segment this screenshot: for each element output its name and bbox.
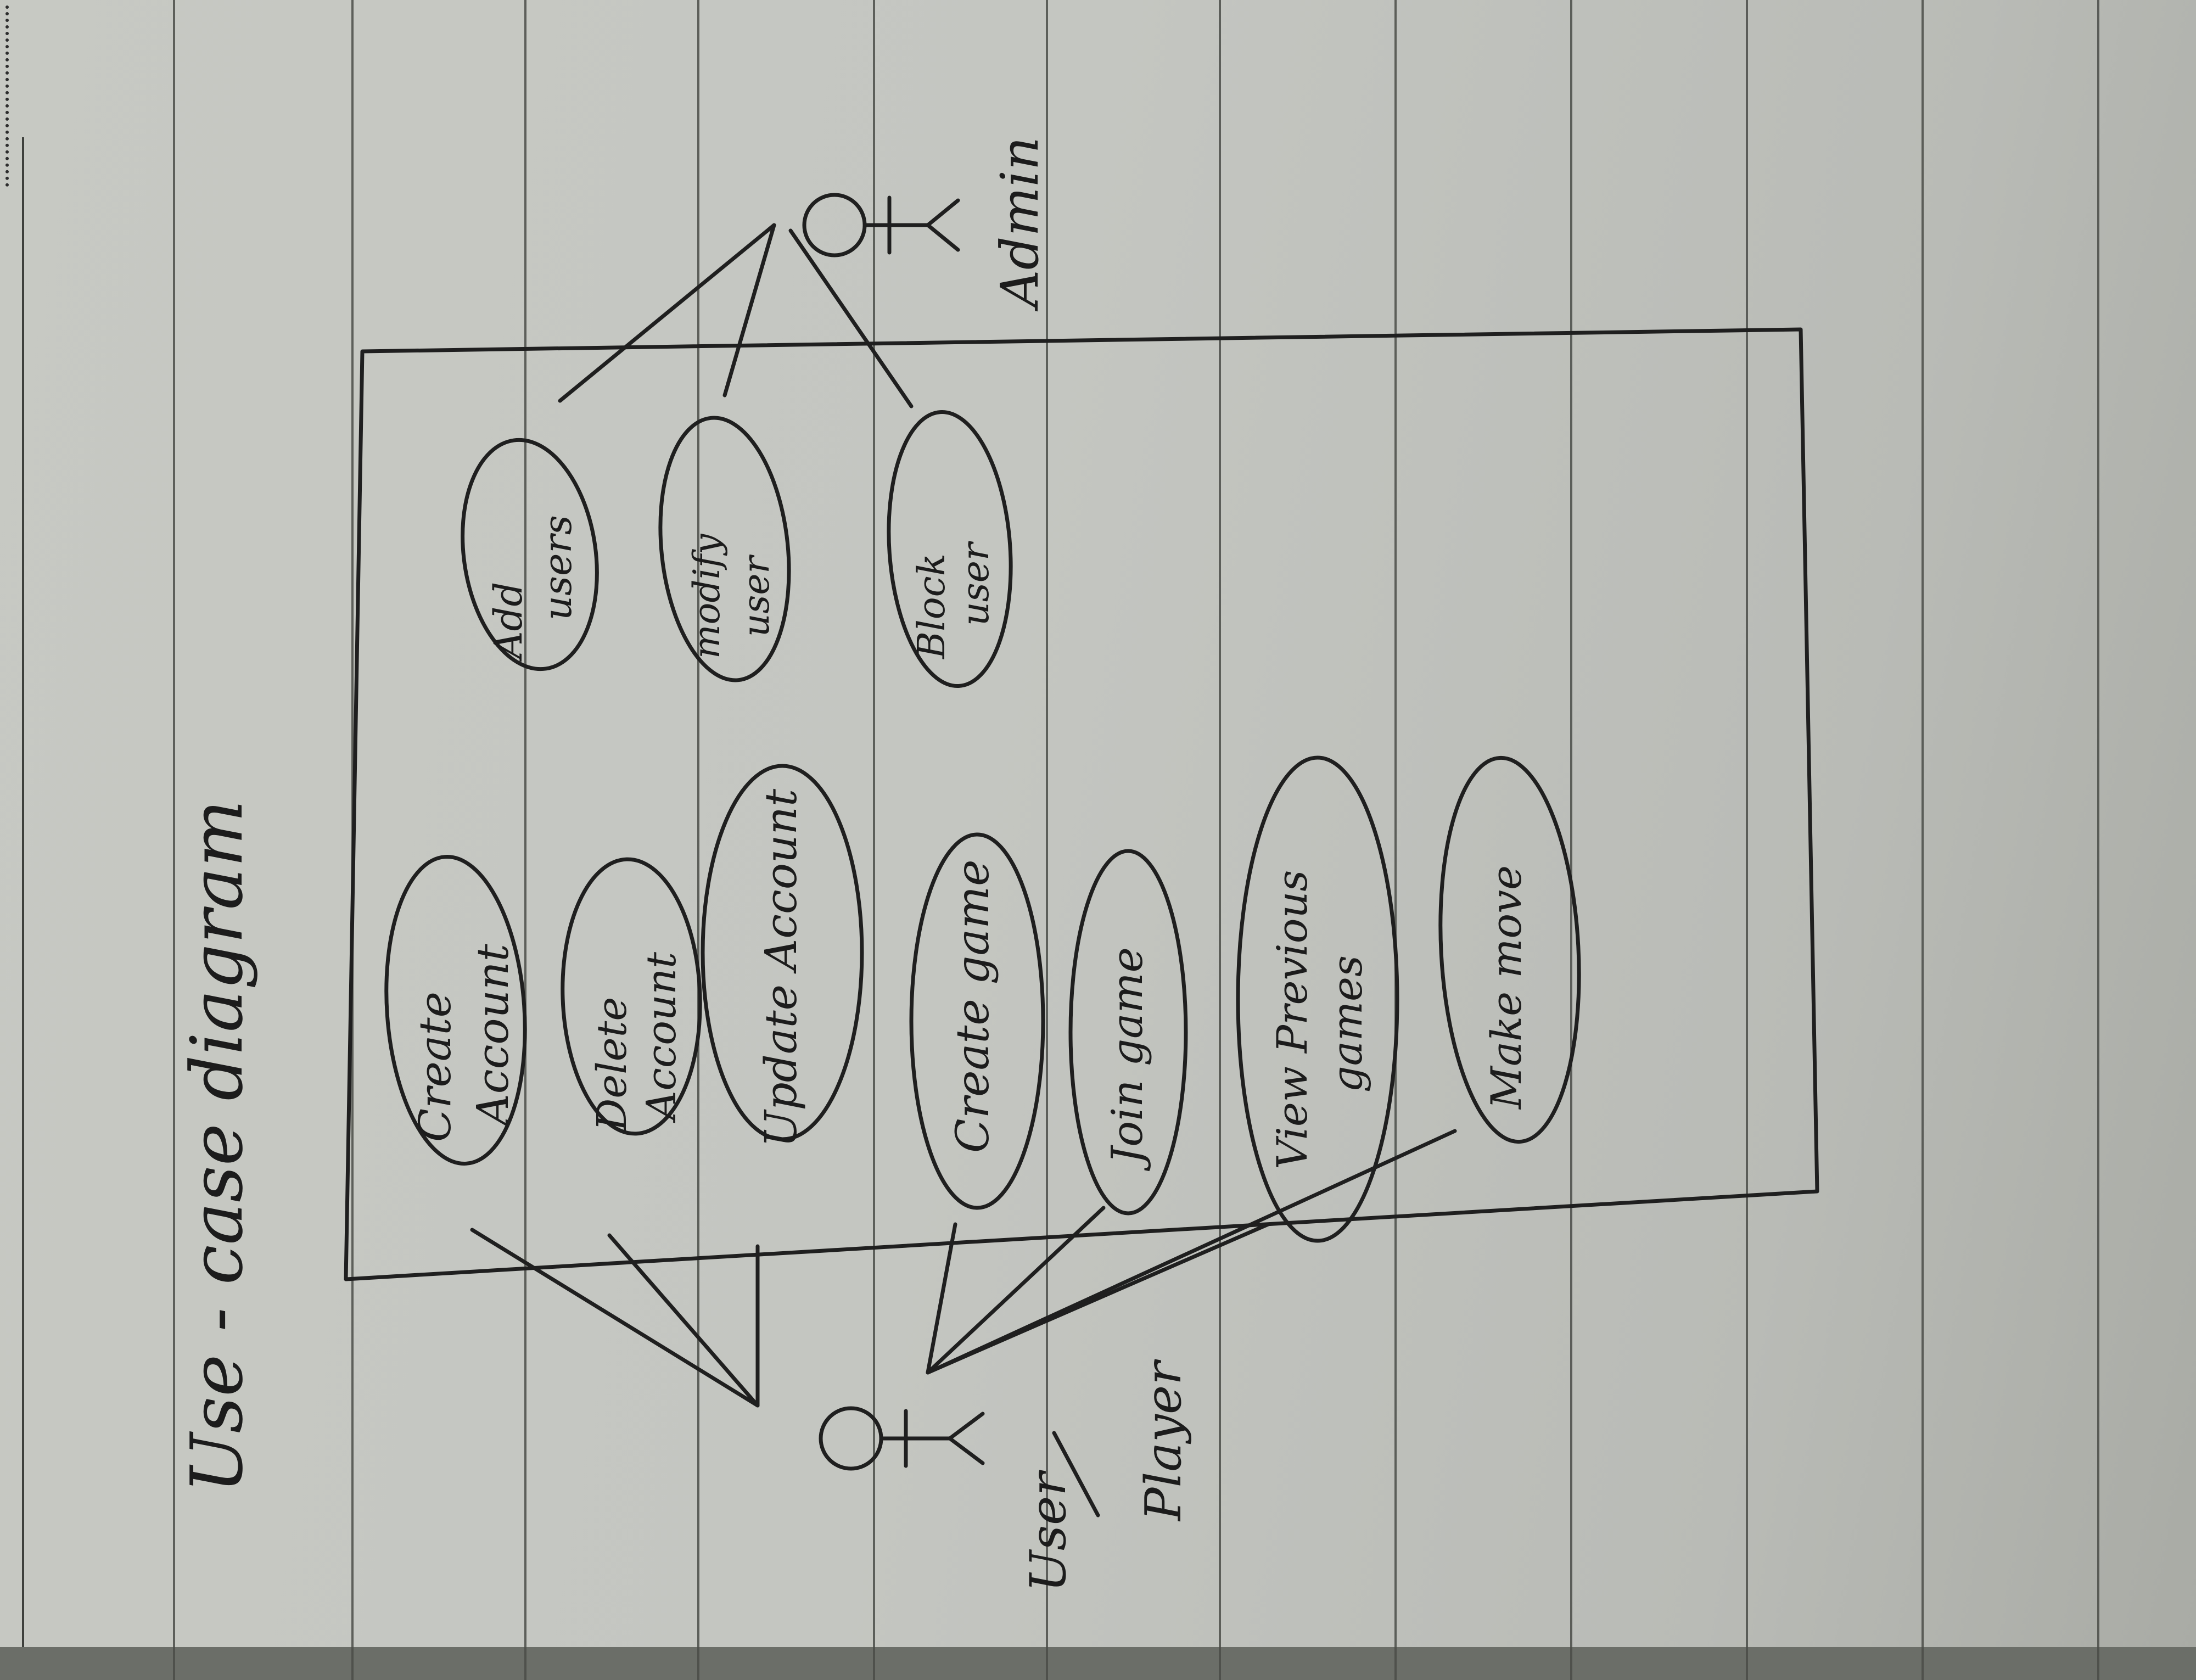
svg-text:View Previous: View Previous: [1268, 870, 1317, 1169]
svg-text:Block: Block: [910, 553, 954, 660]
date-dotted-line: [5, 5, 12, 187]
ruled-line: [1746, 0, 1748, 1680]
player-actor-label: Player: [1135, 1359, 1192, 1522]
svg-text:Join game: Join game: [1103, 947, 1152, 1172]
svg-text:users: users: [535, 515, 580, 620]
ruled-line: [873, 0, 875, 1680]
use-case-create-game: Create game: [909, 832, 1045, 1210]
svg-text:Create game: Create game: [947, 859, 999, 1153]
svg-text:user: user: [954, 541, 998, 626]
svg-text:Make move: Make move: [1482, 865, 1531, 1110]
ruled-line: [1570, 0, 1572, 1680]
use-case-delete-account: Delete Account: [561, 857, 702, 1136]
svg-text:Delete: Delete: [589, 997, 636, 1132]
use-case-update-account: Update Account: [701, 764, 864, 1147]
ruled-line: [2097, 0, 2099, 1680]
use-case-view-previous-games: View Previous games: [1236, 755, 1399, 1243]
page-margin-line: [22, 137, 24, 1647]
use-case-add-users: Add users: [461, 438, 599, 671]
use-case-block-user: Block user: [887, 410, 1013, 688]
svg-text:Account: Account: [638, 952, 685, 1123]
user-associations: [470, 1228, 760, 1408]
ruled-line: [1922, 0, 1924, 1680]
system-boundary: [344, 327, 1819, 1281]
svg-text:modify: modify: [686, 534, 728, 659]
ruled-line: [1219, 0, 1221, 1680]
ruled-line: [1394, 0, 1397, 1680]
player-associations: [926, 1129, 1457, 1375]
admin-associations: [558, 223, 914, 408]
ruled-line: [697, 0, 699, 1680]
diagram-title: Use - case diagram: [175, 799, 259, 1493]
svg-text:Create: Create: [410, 992, 461, 1142]
svg-text:Add: Add: [486, 582, 531, 662]
user-actor-icon: [819, 1406, 985, 1471]
svg-text:Account: Account: [467, 943, 518, 1129]
ruled-line: [1046, 0, 1048, 1680]
admin-actor-label: Admin: [990, 137, 1050, 312]
date-field: Date: [0, 0, 44, 307]
ruled-line: [524, 0, 526, 1680]
actor-separator: [1052, 1431, 1100, 1517]
svg-text:Update Account: Update Account: [755, 788, 806, 1147]
ruled-line: [173, 0, 175, 1680]
user-actor-label: User: [1019, 1470, 1077, 1592]
use-case-create-account: Create Account: [384, 855, 527, 1166]
svg-text:user: user: [735, 555, 777, 637]
use-case-join-game: Join game: [1068, 849, 1188, 1216]
use-case-make-move: Make move: [1438, 755, 1581, 1144]
svg-text:games: games: [1323, 955, 1371, 1093]
use-case-modify-user: modify user: [658, 416, 791, 682]
admin-actor-icon: [802, 193, 960, 257]
